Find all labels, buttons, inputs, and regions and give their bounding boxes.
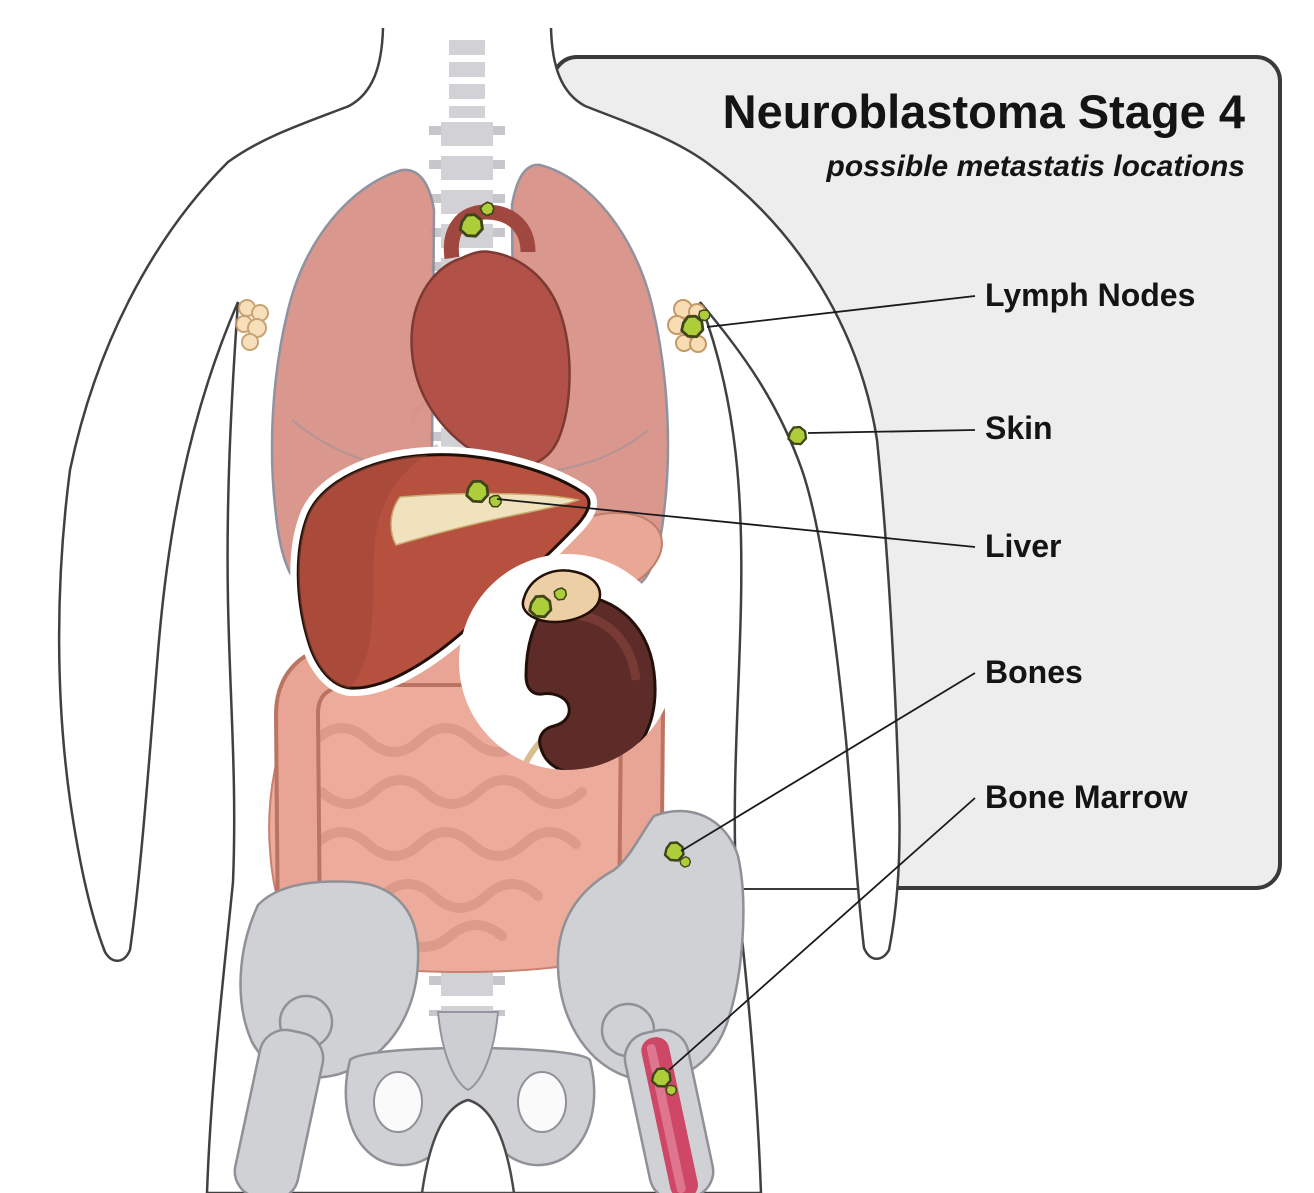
connector-bones bbox=[680, 672, 976, 852]
left-femur bbox=[233, 1028, 325, 1193]
label-bones: Bones bbox=[985, 654, 1083, 690]
liver-left-lobe-shade bbox=[298, 455, 428, 688]
connector-bone-marrow bbox=[668, 797, 976, 1071]
sacrum bbox=[436, 1011, 500, 1092]
liver bbox=[290, 446, 597, 697]
connector-lines bbox=[496, 295, 976, 1071]
tumor-marker-bone-marrow bbox=[650, 1067, 672, 1088]
figure-human-torso bbox=[233, 40, 808, 1193]
kidney-shading bbox=[574, 610, 641, 681]
kidney-inset bbox=[459, 554, 675, 770]
label-bone-marrow: Bone Marrow bbox=[985, 779, 1188, 815]
lymph-node-cluster-left bbox=[235, 299, 269, 351]
connector-skin bbox=[807, 429, 976, 434]
tumor-marker-adrenal bbox=[528, 594, 553, 619]
right-obturator-foramen bbox=[517, 1071, 567, 1133]
inner-thigh-lines bbox=[420, 1098, 516, 1193]
tumor-marker-bones bbox=[663, 841, 685, 862]
tumor-marker-spine bbox=[458, 213, 484, 238]
diagram-subtitle: possible metastatis locations bbox=[826, 150, 1245, 183]
falciform-ligament bbox=[390, 492, 581, 546]
label-lymph-nodes: Lymph Nodes bbox=[985, 277, 1195, 313]
connector-lymph-nodes bbox=[706, 295, 976, 328]
diagram-title: Neuroblastoma Stage 4 bbox=[723, 85, 1245, 138]
ureter bbox=[508, 740, 543, 770]
tumor-marker-liver bbox=[465, 479, 490, 504]
label-liver: Liver bbox=[985, 528, 1061, 564]
heart-body bbox=[410, 250, 571, 469]
left-obturator-foramen bbox=[373, 1071, 423, 1133]
tumor-marker-lymph-node bbox=[680, 314, 705, 339]
label-skin: Skin bbox=[985, 410, 1053, 446]
tumor-marker-skin bbox=[787, 425, 808, 446]
connector-liver bbox=[496, 498, 976, 548]
